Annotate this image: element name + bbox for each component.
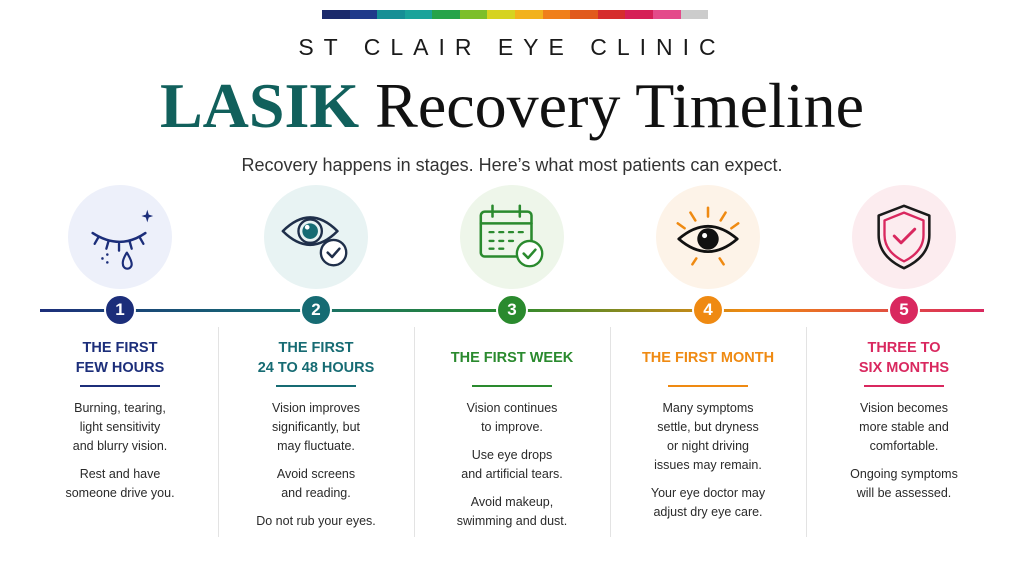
stage-description: Vision continues to improve. Use eye dro… — [414, 399, 610, 540]
stage-description: Many symptoms settle, but dryness or nig… — [610, 399, 806, 531]
color-strip-segment — [349, 10, 378, 19]
color-strip-segment — [377, 10, 405, 19]
stage-title: THREE TO SIX MONTHS — [858, 340, 950, 376]
crying-eye-icon — [91, 209, 154, 270]
stage-text: Many symptoms settle, but dryness or nig… — [654, 401, 762, 472]
stage-divider — [864, 385, 944, 387]
calendar-check-icon — [479, 204, 544, 268]
stage-title: THE FIRST FEW HOURS — [75, 340, 165, 376]
eye-check-icon — [281, 216, 348, 267]
stage-text: Avoid screens and reading. — [276, 467, 356, 500]
stage-text: Do not rub your eyes. — [256, 514, 376, 528]
stage-description: Vision improves significantly, but may f… — [218, 399, 414, 540]
stage-text: Rest and have someone drive you. — [65, 467, 175, 500]
shield-check-icon — [877, 204, 931, 270]
color-strip-segment — [652, 10, 681, 19]
stage-number: 3 — [496, 294, 528, 326]
stage-2: 2 THE FIRST 24 TO 48 HOURS Vision improv… — [218, 185, 414, 565]
color-strip — [322, 10, 709, 19]
radiant-eye-icon — [676, 206, 740, 266]
title-rest: Recovery Timeline — [375, 70, 865, 141]
color-strip-segment — [625, 10, 653, 19]
stage-description: Burning, tearing, light sensitivity and … — [22, 399, 218, 512]
clinic-name: ST CLAIR EYE CLINIC — [298, 34, 726, 60]
color-strip-segment — [404, 10, 433, 19]
stage-text: Vision continues to improve. — [466, 401, 558, 434]
stage-divider — [668, 385, 748, 387]
stage-text: Your eye doctor may adjust dry eye care. — [650, 486, 766, 519]
stage-1-icon-circle — [68, 185, 172, 289]
color-strip-segment — [680, 10, 709, 19]
stage-4: 4 THE FIRST MONTH Many symptoms settle, … — [610, 185, 806, 565]
stage-number: 4 — [692, 294, 724, 326]
stage-title: THE FIRST 24 TO 48 HOURS — [257, 340, 375, 376]
color-strip-segment — [487, 10, 516, 19]
stage-text: Vision becomes more stable and comfortab… — [859, 401, 949, 453]
stage-text: Vision improves significantly, but may f… — [271, 401, 360, 453]
color-strip-segment — [570, 10, 598, 19]
stage-description: Vision becomes more stable and comfortab… — [806, 399, 1002, 512]
stage-text: Burning, tearing, light sensitivity and … — [72, 401, 168, 453]
stage-divider — [80, 385, 160, 387]
stage-2-icon-circle — [264, 185, 368, 289]
stage-title: THE FIRST MONTH — [641, 350, 775, 366]
stage-number: 5 — [888, 294, 920, 326]
stage-4-icon-circle — [656, 185, 760, 289]
stage-text: Use eye drops and artificial tears. — [461, 448, 563, 481]
page-title: LASIK Recovery Timeline — [0, 66, 1024, 146]
timeline-stages: 1 THE FIRST FEW HOURS Burning, tearing, … — [22, 185, 1002, 565]
color-strip-segment — [542, 10, 571, 19]
color-strip-segment — [459, 10, 488, 19]
color-strip-segment — [597, 10, 626, 19]
stage-number: 1 — [104, 294, 136, 326]
stage-title: THE FIRST WEEK — [450, 350, 574, 366]
color-strip-segment — [322, 10, 350, 19]
stage-3: 3 THE FIRST WEEK Vision continues to imp… — [414, 185, 610, 565]
stage-5-icon-circle — [852, 185, 956, 289]
stage-divider — [276, 385, 356, 387]
stage-number: 2 — [300, 294, 332, 326]
stage-text: Avoid makeup, swimming and dust. — [456, 495, 568, 528]
color-strip-segment — [432, 10, 460, 19]
title-accent: LASIK — [159, 70, 360, 141]
stage-text: Ongoing symptoms will be assessed. — [850, 467, 958, 500]
stage-divider — [472, 385, 552, 387]
subtitle: Recovery happens in stages. Here’s what … — [241, 155, 783, 175]
stage-3-icon-circle — [460, 185, 564, 289]
stage-5: 5 THREE TO SIX MONTHS Vision becomes mor… — [806, 185, 1002, 565]
color-strip-segment — [515, 10, 543, 19]
stage-1: 1 THE FIRST FEW HOURS Burning, tearing, … — [22, 185, 218, 565]
